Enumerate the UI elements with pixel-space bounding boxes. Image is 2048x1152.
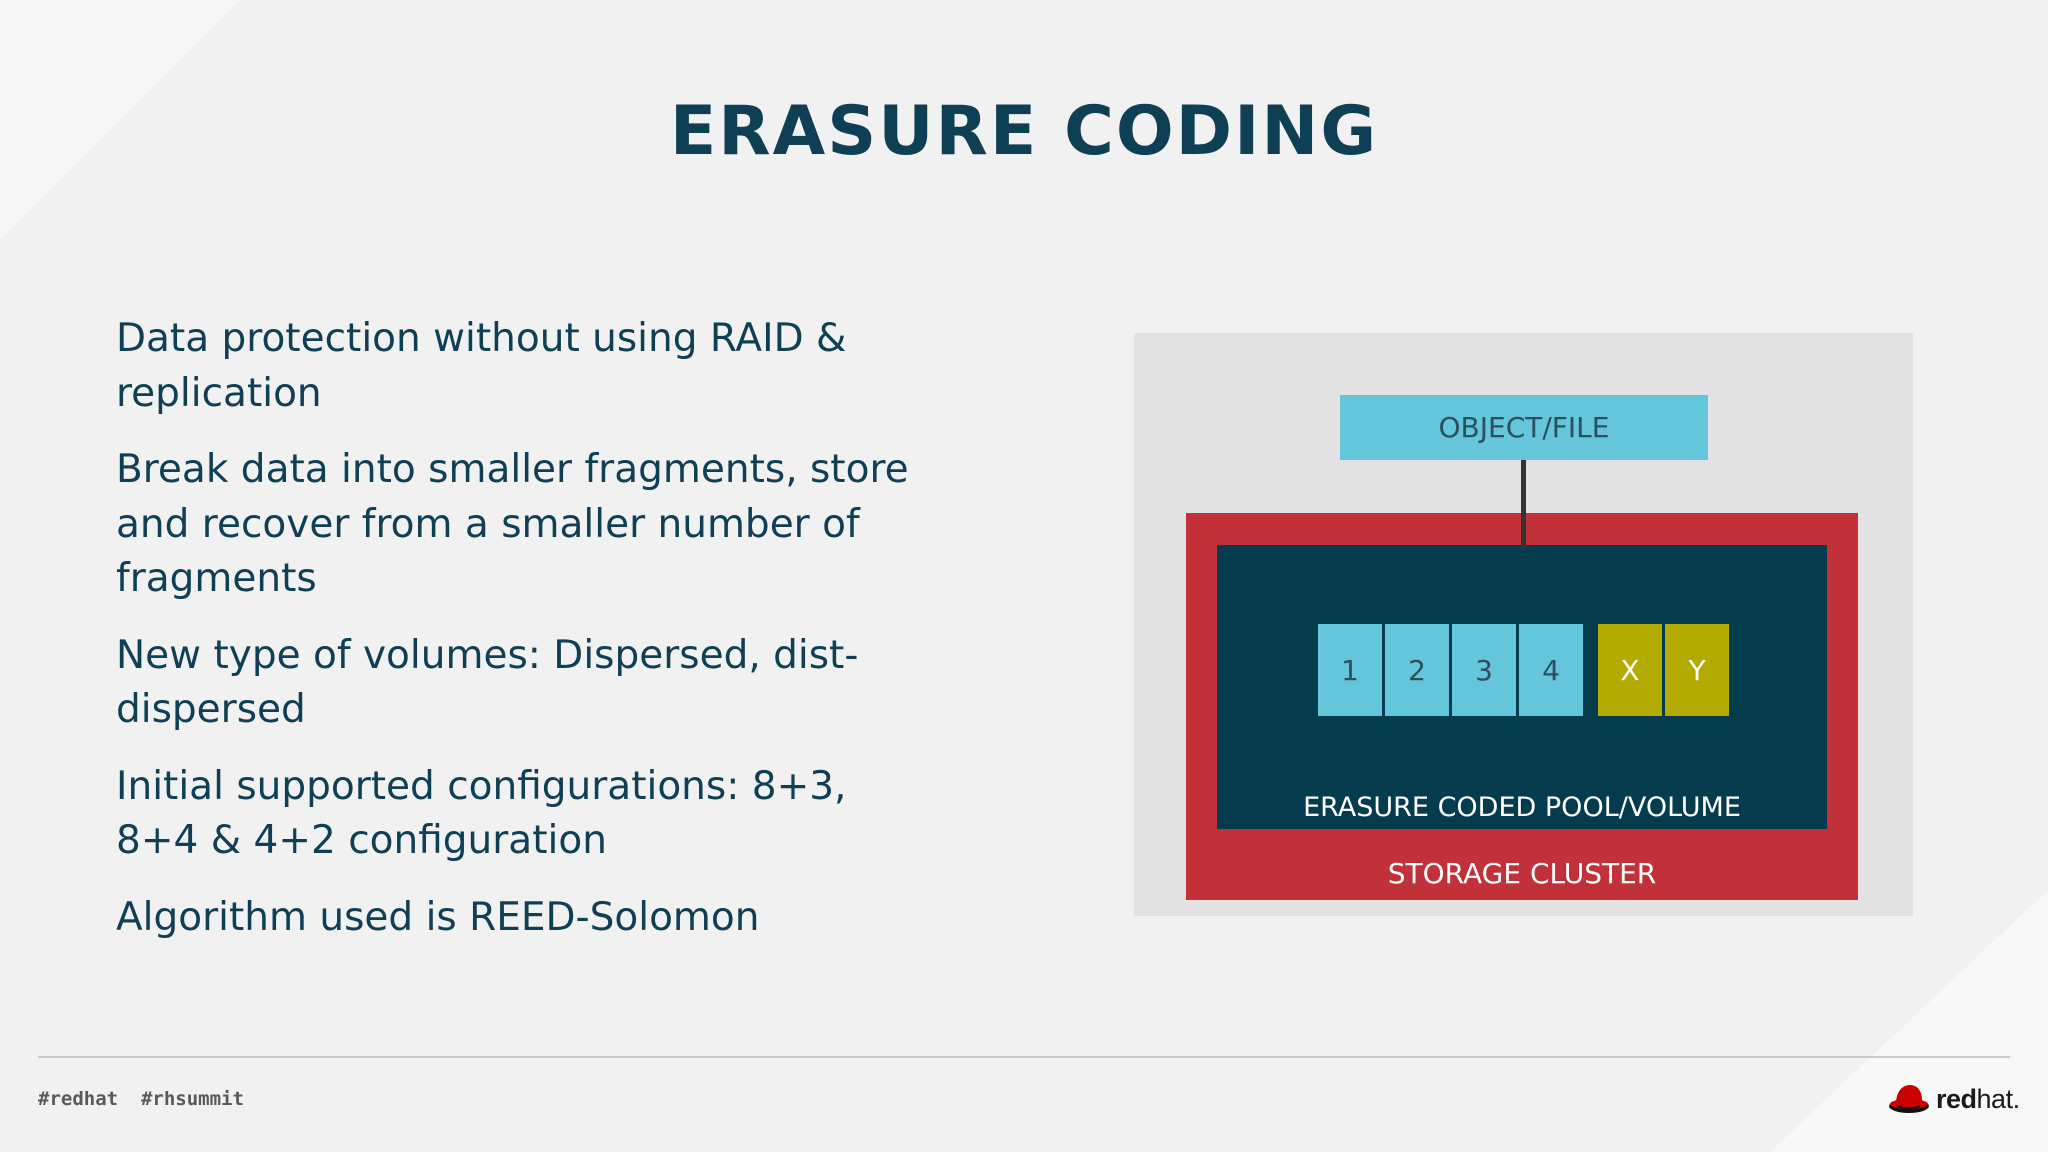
redhat-wordmark: redhat.	[1936, 1083, 2020, 1114]
storage-cluster-box: 1 2 3 4 X Y ERASURE CODED POOL/VOLUME ST…	[1186, 513, 1858, 900]
bullet-item: New type of volumes: Dispersed, dist-dis…	[116, 632, 859, 733]
parity-fragment: Y	[1665, 624, 1729, 716]
cluster-label: STORAGE CLUSTER	[1387, 857, 1657, 890]
bullet-item: Data protection without using RAID & rep…	[116, 316, 847, 416]
slide-title: ERASURE CODING	[669, 92, 1379, 171]
redhat-logo: redhat.	[1888, 1082, 2020, 1116]
parity-fragment: X	[1598, 624, 1662, 716]
shadowman-icon	[1889, 1085, 1929, 1113]
erasure-coded-pool-box: 1 2 3 4 X Y ERASURE CODED POOL/VOLUME	[1217, 545, 1827, 829]
erasure-coding-diagram: OBJECT/FILE 1 2 3 4 X Y ERASURE CODED PO…	[1134, 333, 1913, 916]
hashtags: #redhat #rhsummit	[38, 1088, 244, 1110]
bullet-list: Data protection without using RAID & rep…	[116, 312, 936, 967]
bullet-item: Break data into smaller fragments, store…	[116, 447, 909, 601]
object-file-box: OBJECT/FILE	[1340, 395, 1708, 460]
data-fragment: 1	[1318, 624, 1382, 716]
data-fragment: 4	[1519, 624, 1583, 716]
bullet-item: Algorithm used is REED-Solomon	[116, 894, 760, 940]
bullet-item: Initial supported configurations: 8+3, 8…	[116, 763, 847, 864]
pool-label: ERASURE CODED POOL/VOLUME	[1303, 792, 1741, 823]
data-fragment: 2	[1385, 624, 1449, 716]
data-fragment: 3	[1452, 624, 1516, 716]
connector-line	[1521, 460, 1526, 550]
footer-divider	[38, 1056, 2010, 1058]
